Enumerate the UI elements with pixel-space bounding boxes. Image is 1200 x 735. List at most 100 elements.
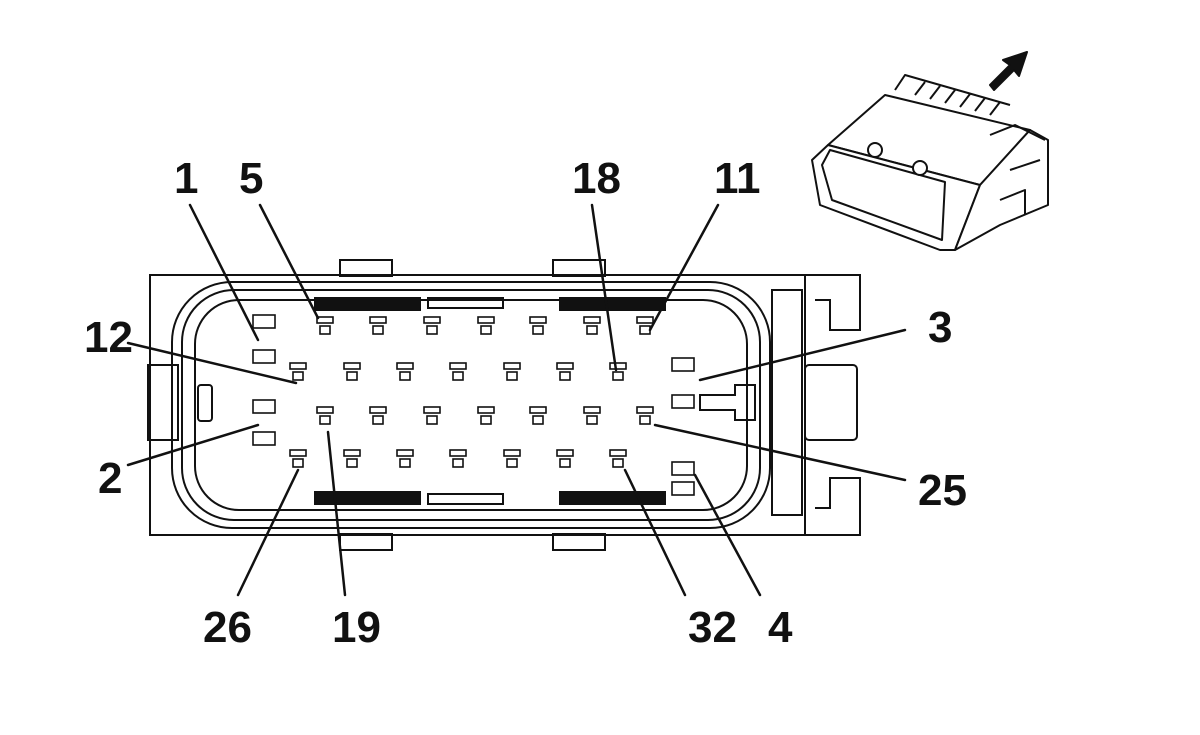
- pin-cavity-r3-c5-bar: [529, 406, 547, 414]
- pin-cavity-r2-c2-square: [346, 371, 358, 381]
- pin-cavity-r1-c3-bar: [423, 316, 441, 324]
- leader-lines: [126, 203, 907, 597]
- right-lock-body: [804, 364, 858, 441]
- inset-bump-1: [867, 142, 883, 158]
- cavity-ring-outer: [171, 281, 771, 529]
- arrow-up-right-icon: [989, 51, 1028, 91]
- pin-cavity-r2-c1-bar: [289, 362, 307, 370]
- pin-label-26: 26: [203, 603, 252, 652]
- left-latch-window: [197, 384, 213, 422]
- bottom-tab-right: [552, 533, 606, 551]
- pin-cavity-r2-c5-square: [506, 371, 518, 381]
- pin-label-5: 5: [239, 154, 263, 203]
- pin-label-11: 11: [714, 154, 761, 203]
- pin-cavity-r4-c4-bar: [449, 449, 467, 457]
- pin-cavity-r1-c4-bar: [477, 316, 495, 324]
- leader-line-12: [126, 341, 298, 385]
- bottom-tab-left: [339, 533, 393, 551]
- connector-3d-inset: [811, 74, 1049, 251]
- pin-cavity-r1-c7-square: [639, 325, 651, 335]
- top-key-bar-center: [427, 297, 504, 309]
- large-cavity-right-3b: [671, 394, 695, 409]
- pin-cavity-r3-c1-bar: [316, 406, 334, 414]
- large-cavity-left-1b: [252, 349, 276, 364]
- pin-label-19: 19: [332, 603, 381, 652]
- pin-cavity-r1-c3-square: [426, 325, 438, 335]
- pin-cavity-r3-c7-bar: [636, 406, 654, 414]
- pin-cavity-r1-c1-square: [319, 325, 331, 335]
- pin-label-4: 4: [768, 603, 793, 652]
- pin-cavity-r4-c2-square: [346, 458, 358, 468]
- pin-number-labels: 1 5 18 11 12 3 2 25 26 19 32 4: [84, 154, 967, 652]
- large-cavity-left-2a: [252, 399, 276, 414]
- pin-cavity-r2-c2-bar: [343, 362, 361, 370]
- pin-cavity-r2-c4-square: [452, 371, 464, 381]
- pin-cavity-r2-c4-bar: [449, 362, 467, 370]
- pin-cavity-r2-c3-bar: [396, 362, 414, 370]
- pin-cavity-r3-c6-square: [586, 415, 598, 425]
- connector-face: [147, 259, 861, 551]
- pin-cavity-r2-c7-bar: [609, 362, 627, 370]
- pin-cavity-r4-c7-bar: [609, 449, 627, 457]
- pin-cavity-r1-c5-square: [532, 325, 544, 335]
- leader-line-5: [258, 203, 320, 320]
- pin-cavity-r3-c4-square: [480, 415, 492, 425]
- pin-cavity-r4-c5-square: [506, 458, 518, 468]
- pin-cavity-r1-c6-bar: [583, 316, 601, 324]
- leader-line-25: [653, 423, 907, 482]
- bottom-key-bar-right: [559, 491, 666, 505]
- pin-cavity-r4-c2-bar: [343, 449, 361, 457]
- inset-latch-arm: [989, 124, 1046, 215]
- pin-cavity-r2-c6-square: [559, 371, 571, 381]
- pin-cavity-r3-c4-bar: [477, 406, 495, 414]
- inset-bump-2: [912, 160, 928, 176]
- pin-cavity-r3-c6-bar: [583, 406, 601, 414]
- pin-cavity-r1-c2-bar: [369, 316, 387, 324]
- pin-cavity-r3-c2-square: [372, 415, 384, 425]
- bottom-key-bar-left: [314, 491, 421, 505]
- pin-cavity-r1-c1-bar: [316, 316, 334, 324]
- pin-label-18: 18: [572, 154, 621, 203]
- inset-mouth: [821, 149, 946, 241]
- pin-cavities: [252, 314, 695, 496]
- pin-cavity-r1-c2-square: [372, 325, 384, 335]
- pin-cavity-r4-c5-bar: [503, 449, 521, 457]
- pin-label-25: 25: [918, 466, 967, 515]
- leader-line-19: [326, 430, 347, 597]
- right-lock-slot: [771, 289, 803, 516]
- large-cavity-left-2b: [252, 431, 276, 446]
- left-side-latch: [147, 364, 179, 441]
- large-cavity-right-4b: [671, 481, 695, 496]
- pin-cavity-r3-c3-bar: [423, 406, 441, 414]
- pin-label-12: 12: [84, 313, 133, 362]
- leader-line-4: [693, 473, 762, 597]
- leader-line-32: [623, 468, 687, 597]
- large-cavity-right-4a: [671, 461, 695, 476]
- leader-line-2: [126, 423, 260, 467]
- leader-line-18: [590, 203, 618, 372]
- pin-cavity-r1-c5-bar: [529, 316, 547, 324]
- pin-cavity-r4-c4-square: [452, 458, 464, 468]
- pin-cavity-r2-c6-bar: [556, 362, 574, 370]
- large-cavity-left-1a: [252, 314, 276, 329]
- leader-line-1: [188, 203, 260, 342]
- cavity-ring-inner: [194, 299, 748, 511]
- pin-label-32: 32: [688, 603, 737, 652]
- pin-cavity-r3-c5-square: [532, 415, 544, 425]
- pin-label-1: 1: [174, 154, 198, 203]
- pin-label-3: 3: [928, 303, 952, 352]
- pin-cavity-r3-c1-square: [319, 415, 331, 425]
- cavity-ring-mid: [181, 289, 761, 521]
- top-key-bar-right: [559, 297, 666, 311]
- pin-cavity-r2-c5-bar: [503, 362, 521, 370]
- inset-latch-ribs: [894, 74, 1011, 116]
- leader-line-11: [648, 203, 720, 332]
- pin-cavity-r4-c3-bar: [396, 449, 414, 457]
- top-key-bar-left: [314, 297, 421, 311]
- pin-cavity-r3-c7-square: [639, 415, 651, 425]
- pin-label-2: 2: [98, 454, 122, 503]
- top-tab-left: [339, 259, 393, 277]
- pin-cavity-r3-c3-square: [426, 415, 438, 425]
- pin-cavity-r1-c4-square: [480, 325, 492, 335]
